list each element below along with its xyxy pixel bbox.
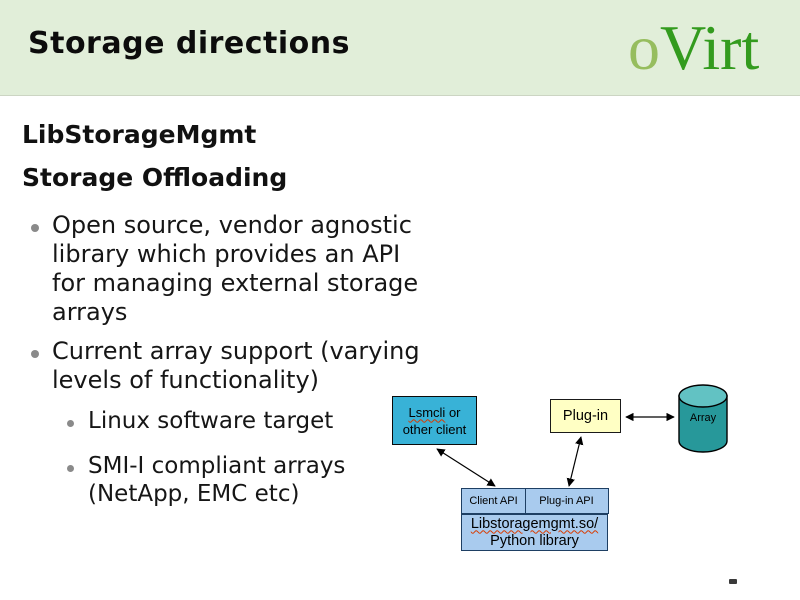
plugin-box-label: Plug-in <box>562 408 609 424</box>
arrow-plugin-to-pluginapi <box>566 436 584 487</box>
heading-storage-offloading: Storage Offloading <box>22 163 288 192</box>
bullet-line: Linux software target <box>88 408 334 434</box>
sub-bullet-icon <box>67 465 74 472</box>
page-title: Storage directions <box>28 26 350 61</box>
bullet-line: Open source, vendor agnostic <box>52 211 412 239</box>
diagram-plugin-api-box: Plug-in API <box>524 488 609 514</box>
sub-bullet-item: SMI-I compliant arrays (NetApp, EMC etc) <box>88 452 345 508</box>
ovirt-logo: oVirt <box>628 16 759 80</box>
library-box-line2: Python library <box>490 532 579 549</box>
sub-bullet-icon <box>67 420 74 427</box>
client-box-word: Lsmcli <box>408 404 446 420</box>
heading-libstoragemgmt: LibStorageMgmt <box>22 120 257 149</box>
diagram-plugin-box: Plug-in <box>550 399 621 433</box>
bullet-line: levels of functionality) <box>52 366 320 394</box>
bullet-line: (NetApp, EMC etc) <box>88 481 300 507</box>
diagram-api-row: Client API Plug-in API <box>461 488 609 514</box>
bullet-line: library which provides an API <box>52 240 401 268</box>
bullet-line: for managing external storage <box>52 269 419 297</box>
diagram-client-api-box: Client API <box>461 488 526 514</box>
sub-bullet-item: Linux software target <box>88 407 333 435</box>
diagram-client-box: Lsmcli or other client <box>392 396 477 445</box>
array-cylinder-label: Array <box>689 412 717 424</box>
bullet-item: Current array support (varying levels of… <box>52 337 420 395</box>
bullet-icon <box>31 224 39 232</box>
client-box-line1-suffix: or <box>445 404 461 420</box>
ovirt-logo-virt: Virt <box>660 12 760 83</box>
slide-header: Storage directions oVirt <box>0 0 800 96</box>
bullet-item: Open source, vendor agnostic library whi… <box>52 211 418 327</box>
page-number-artifact <box>729 579 737 584</box>
diagram-library-box: Libstoragemgmt.so/ Python library <box>461 514 608 551</box>
bullet-line: Current array support (varying <box>52 337 420 365</box>
bullet-icon <box>31 350 39 358</box>
client-box-line2: other client <box>402 421 467 437</box>
arrow-client-to-clientapi <box>436 448 496 487</box>
ovirt-logo-o: o <box>628 12 660 83</box>
bullet-line: arrays <box>52 298 128 326</box>
bullet-line: SMI-I compliant arrays <box>88 453 346 479</box>
library-box-line1: Libstoragemgmt.so/ <box>470 515 599 532</box>
